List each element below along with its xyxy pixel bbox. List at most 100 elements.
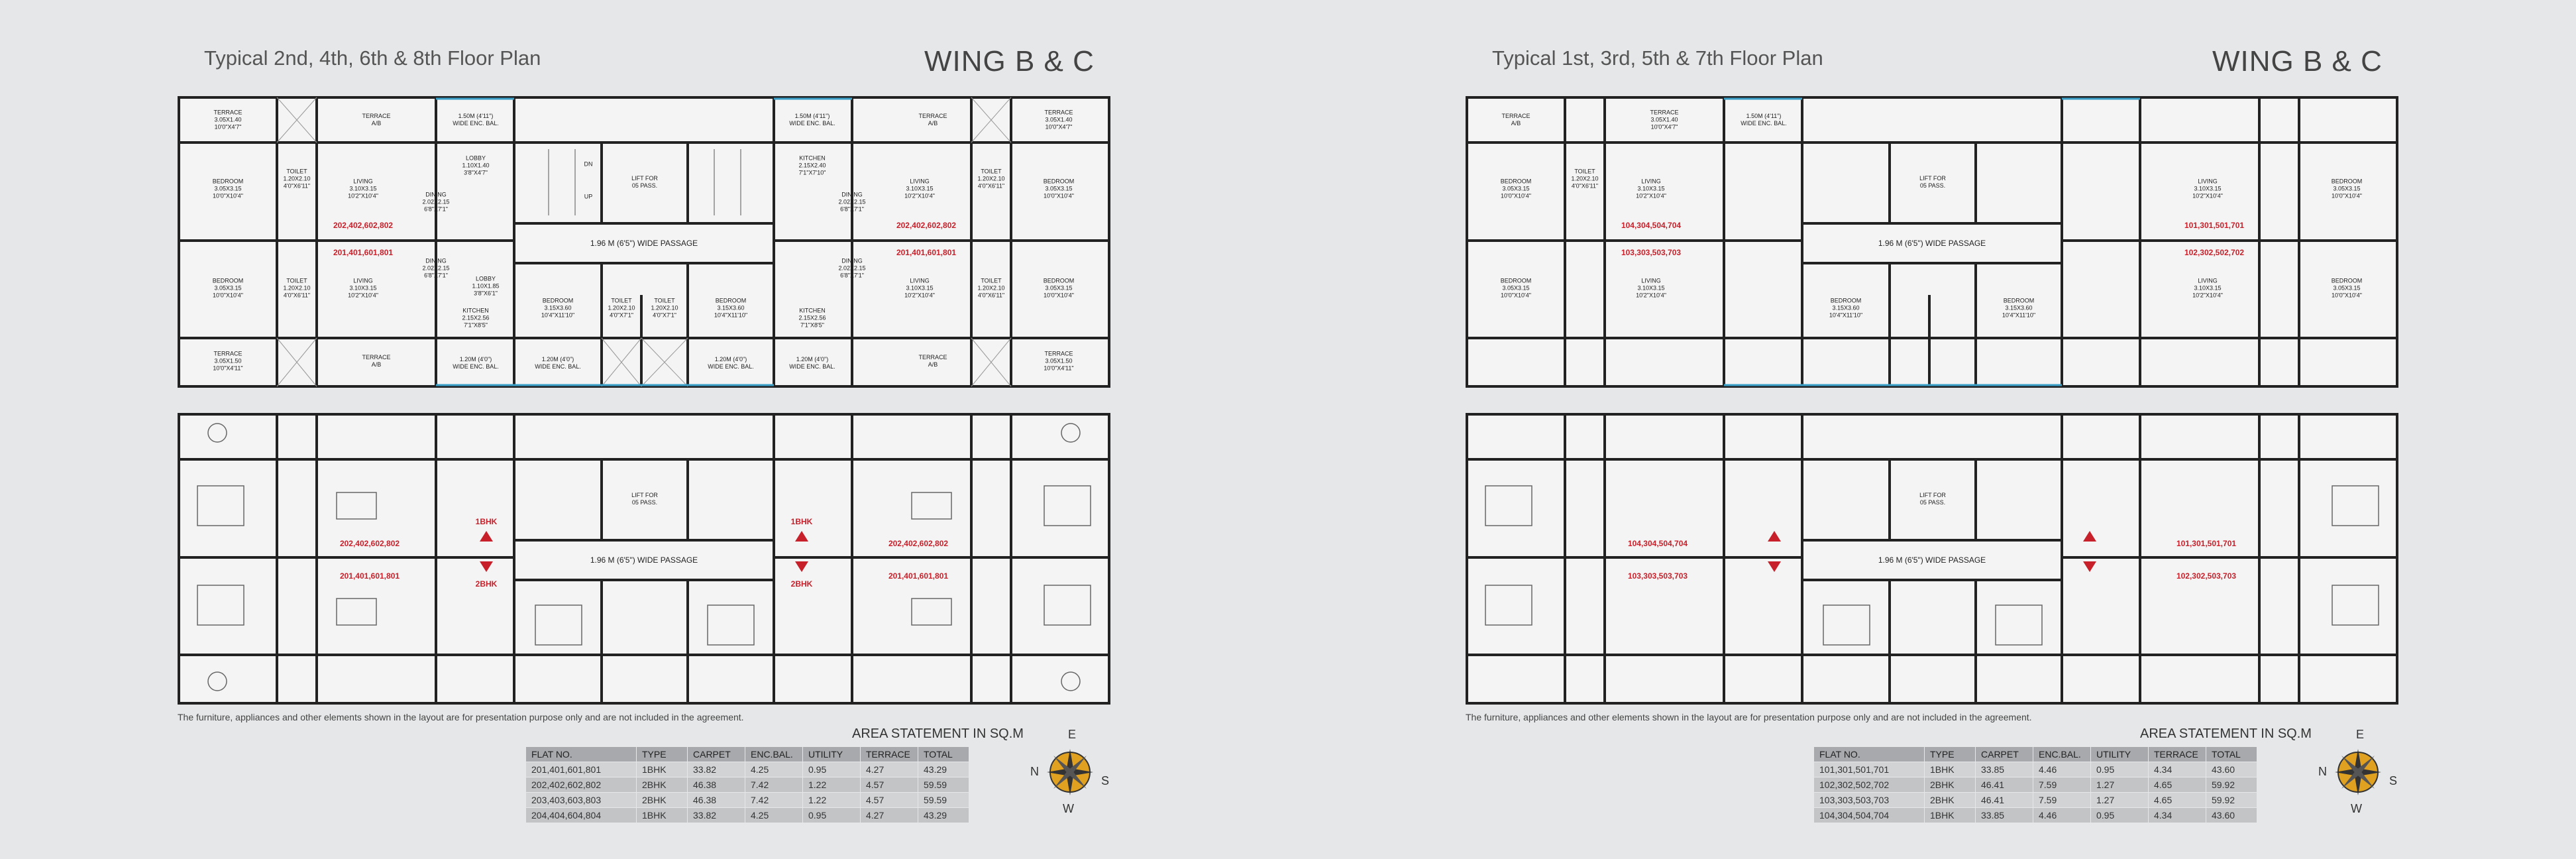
table-cell: 43.60	[2206, 762, 2257, 777]
table-cell: 59.59	[918, 777, 969, 793]
enc-bal-label: 1.20M (4'0")WIDE ENC. BAL.	[708, 356, 754, 370]
compass-north: N	[2318, 765, 2327, 778]
flat-numbers-label: 103,303,503,703	[1621, 248, 1682, 257]
compass-rose: E N S W	[1027, 728, 1113, 815]
furniture-floor-plan: 202,402,602,802 201,401,601,801 202,402,…	[178, 413, 1110, 705]
compass-west: W	[2351, 802, 2362, 815]
flat-numbers-label: 101,301,501,701	[2184, 221, 2245, 230]
table-cell: 2BHK	[1924, 777, 1976, 793]
bhk-label: 2BHK	[475, 579, 498, 589]
flat-numbers-label: 202,402,602,802	[339, 539, 400, 548]
compass-north: N	[1030, 765, 1039, 778]
flat-numbers-label: 103,303,503,703	[1627, 571, 1688, 581]
compass-south: S	[2389, 774, 2398, 787]
flat-numbers-label: 201,401,601,801	[333, 248, 394, 257]
wing-title: WING B & C	[924, 45, 1095, 78]
bhk-label: 1BHK	[790, 517, 813, 526]
table-cell: 46.41	[1975, 792, 2033, 808]
table-cell: 33.85	[1975, 807, 2033, 823]
enc-bal-label: 1.50M (4'11")WIDE ENC. BAL.	[453, 113, 499, 127]
table-cell: 2BHK	[636, 777, 688, 793]
table-row: 202,402,602,802 2BHK 46.38 7.42 1.22 4.5…	[525, 777, 969, 793]
plan-walls	[1466, 96, 2398, 388]
column-header: FLAT NO.	[1813, 746, 1925, 762]
wing-title: WING B & C	[2212, 45, 2383, 78]
table-cell: 59.92	[2206, 777, 2257, 793]
disclaimer-text: The furniture, appliances and other elem…	[178, 712, 744, 722]
table-row: 104,304,504,704 1BHK 33.85 4.46 0.95 4.3…	[1813, 807, 2257, 823]
table-cell: 2BHK	[1924, 792, 1976, 808]
flat-numbers-label: 104,304,504,704	[1621, 221, 1682, 230]
table-cell: 46.38	[687, 777, 745, 793]
plan-walls	[178, 413, 1110, 705]
table-cell: 46.41	[1975, 777, 2033, 793]
table-cell: 201,401,601,801	[525, 762, 637, 777]
table-cell: 59.92	[2206, 792, 2257, 808]
table-cell: 1.22	[802, 777, 861, 793]
column-header: TOTAL	[918, 746, 969, 762]
table-cell: 1BHK	[636, 762, 688, 777]
table-cell: 4.46	[2033, 807, 2091, 823]
table-cell: 7.42	[745, 792, 803, 808]
table-cell: 1BHK	[1924, 762, 1976, 777]
column-header: TOTAL	[2206, 746, 2257, 762]
passage-label: 1.96 M (6'5") WIDE PASSAGE	[590, 555, 698, 565]
table-cell: 101,301,501,701	[1813, 762, 1925, 777]
enc-bal-label: 1.50M (4'11")WIDE ENC. BAL.	[1741, 113, 1787, 127]
table-cell: 0.95	[2090, 762, 2149, 777]
compass-west: W	[1063, 802, 1074, 815]
enc-bal-label: 1.20M (4'0")WIDE ENC. BAL.	[453, 356, 499, 370]
table-row: 203,403,603,803 2BHK 46.38 7.42 1.22 4.5…	[525, 792, 969, 808]
table-row: 201,401,601,801 1BHK 33.82 4.25 0.95 4.2…	[525, 762, 969, 777]
dn-label: DN	[584, 160, 593, 168]
flat-numbers-label: 201,401,601,801	[339, 571, 400, 581]
column-header: ENC.BAL.	[2033, 746, 2091, 762]
enc-bal-label: 1.50M (4'11")WIDE ENC. BAL.	[789, 113, 835, 127]
table-cell: 43.29	[918, 762, 969, 777]
plan-walls	[1466, 413, 2398, 705]
table-cell: 0.95	[2090, 807, 2149, 823]
flat-numbers-label: 202,402,602,802	[896, 221, 957, 230]
table-row: 204,404,604,804 1BHK 33.82 4.25 0.95 4.2…	[525, 807, 969, 823]
compass-rose: E N S W	[2315, 728, 2401, 815]
column-header: ENC.BAL.	[745, 746, 803, 762]
area-statement-table: FLAT NO. TYPE CARPET ENC.BAL. UTILITY TE…	[1813, 746, 2257, 823]
table-cell: 202,402,602,802	[525, 777, 637, 793]
floor-plan-title: Typical 2nd, 4th, 6th & 8th Floor Plan	[204, 46, 541, 70]
table-cell: 4.65	[2148, 777, 2206, 793]
table-cell: 4.65	[2148, 792, 2206, 808]
column-header: TERRACE	[860, 746, 918, 762]
floor-plan-title: Typical 1st, 3rd, 5th & 7th Floor Plan	[1492, 46, 1823, 70]
table-header-row: FLAT NO. TYPE CARPET ENC.BAL. UTILITY TE…	[1813, 746, 2257, 762]
enc-bal-label: 1.20M (4'0")WIDE ENC. BAL.	[789, 356, 835, 370]
table-cell: 43.60	[2206, 807, 2257, 823]
compass-east: E	[2356, 728, 2365, 741]
table-cell: 1BHK	[1924, 807, 1976, 823]
passage-label: 1.96 M (6'5") WIDE PASSAGE	[590, 239, 698, 248]
right-panel: Typical 1st, 3rd, 5th & 7th Floor Plan W…	[1288, 0, 2576, 859]
